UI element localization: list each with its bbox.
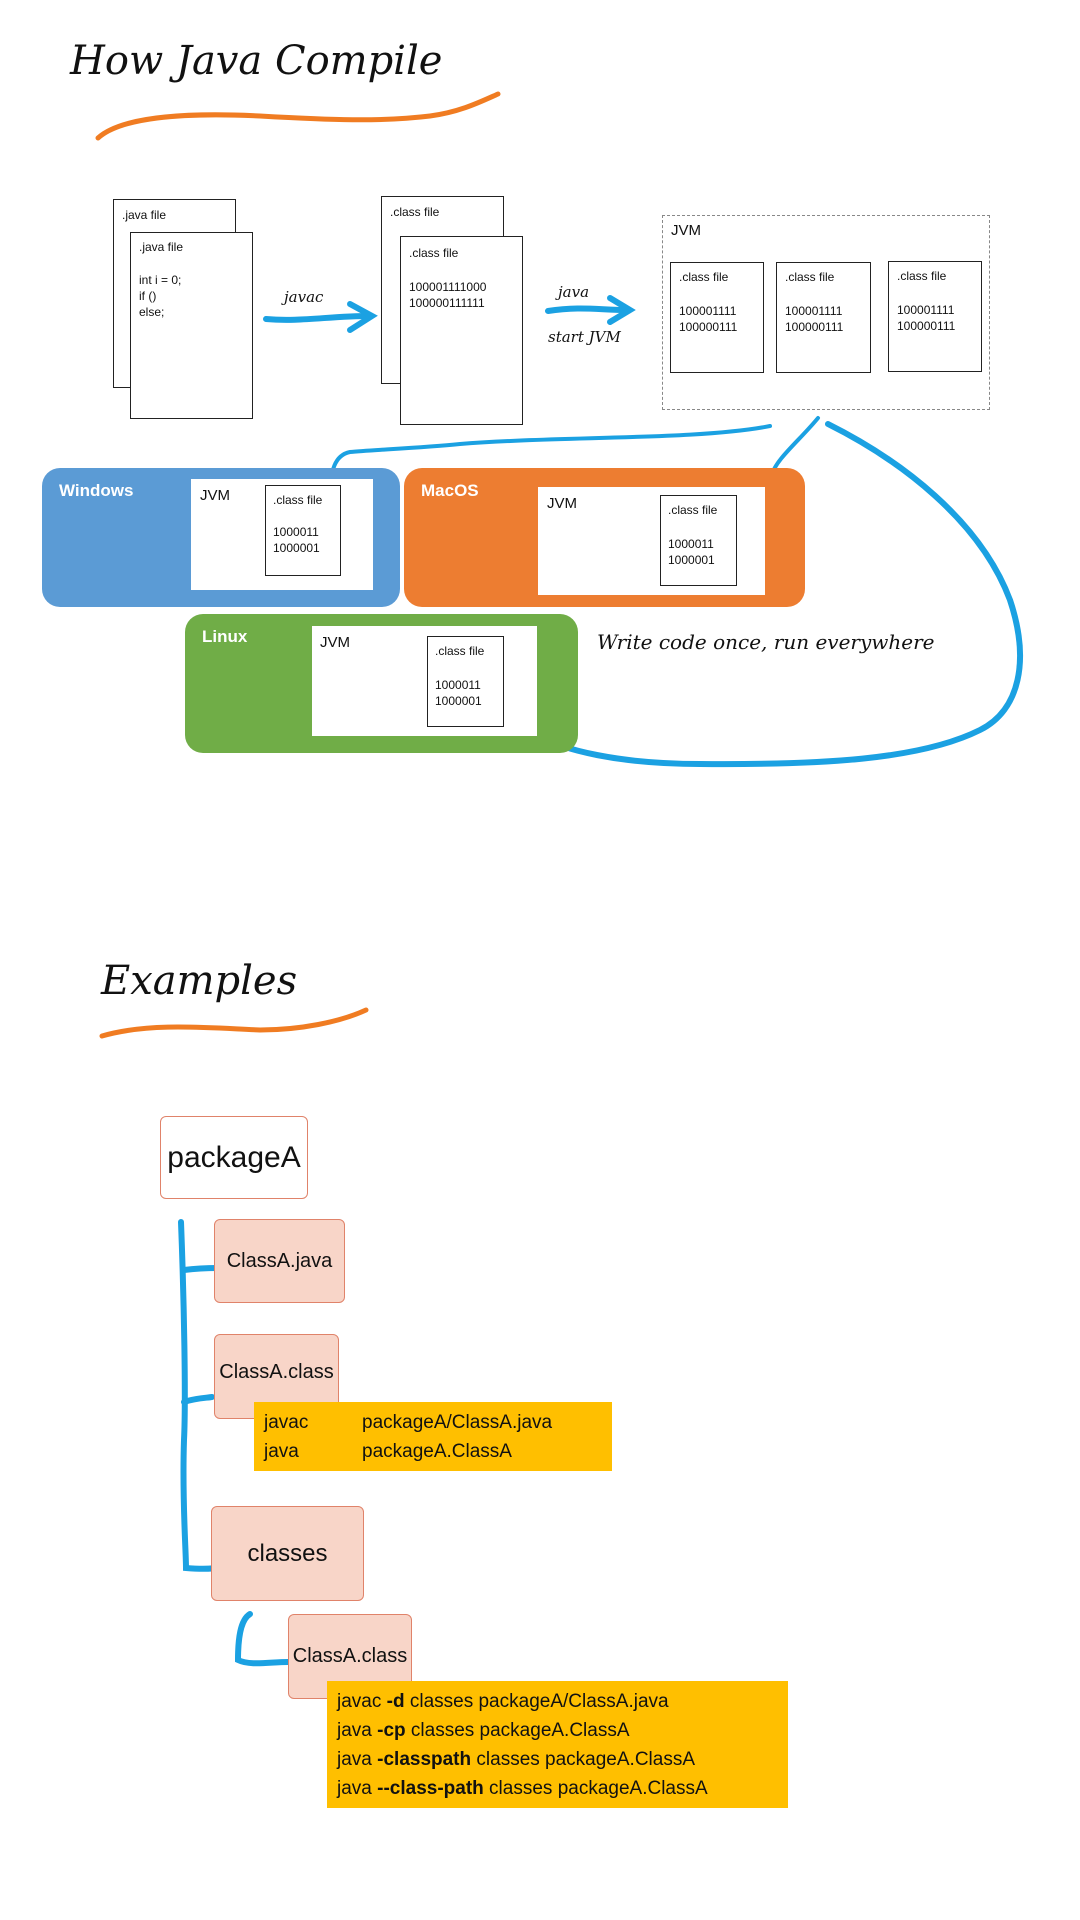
platform-linux: Linux JVM .class file 1000011 1000001 <box>185 614 578 753</box>
platform-jvm-label: JVM <box>200 487 230 504</box>
command-row: javac -d classes packageA/ClassA.java <box>337 1687 778 1716</box>
platform-jvm: JVM .class file 1000011 1000001 <box>538 487 765 595</box>
tree-node-label: ClassA.class <box>219 1361 334 1383</box>
tree-node-classes-dir: classes <box>211 1506 364 1601</box>
platform-class-bits: 1000011 <box>668 537 714 551</box>
platform-class-file: .class file 1000011 1000001 <box>265 485 341 576</box>
code-line: if () <box>139 289 157 303</box>
platform-name: Linux <box>202 627 248 646</box>
tree-node-label: classes <box>247 1539 328 1567</box>
tree-node-label: ClassA.class <box>292 1645 408 1667</box>
platform-class-bits: 1000011 <box>273 525 319 539</box>
examples-title: Examples <box>101 958 298 1004</box>
command-post: classes packageA.ClassA <box>471 1749 696 1770</box>
jvm-class-label: .class file <box>897 269 947 283</box>
tree-node-label: packageA <box>167 1140 301 1174</box>
jvm-class-file: .class file 100001111 100000111 <box>888 261 982 372</box>
platform-class-file: .class file 1000011 1000001 <box>660 495 737 586</box>
bytecode-line: 100001111000 <box>409 280 487 294</box>
platform-macos: MacOS JVM .class file 1000011 1000001 <box>404 468 805 607</box>
platform-class-label: .class file <box>435 644 485 658</box>
command-pre: javac <box>337 1691 387 1712</box>
command-arg: packageA.ClassA <box>362 1441 512 1462</box>
jvm-class-label: .class file <box>679 270 729 284</box>
code-line: int i = 0; <box>139 273 182 287</box>
command-post: classes packageA.ClassA <box>483 1778 708 1799</box>
platform-jvm-label: JVM <box>547 495 577 512</box>
platform-class-bits: 1000011 <box>435 678 481 692</box>
command-flag: -d <box>386 1691 405 1712</box>
java-file-front-label: .java file <box>139 240 184 254</box>
command-pre: java <box>337 1778 378 1799</box>
command-post: classes packageA.ClassA <box>405 1720 630 1741</box>
tree-node-classa-java: ClassA.java <box>214 1219 345 1303</box>
command-pre: java <box>337 1720 378 1741</box>
java-arrow <box>545 295 636 325</box>
class-file-back-label: .class file <box>390 205 440 219</box>
title-underline <box>95 91 501 141</box>
command-row: javac packageA/ClassA.java <box>264 1408 602 1437</box>
command-row: java --class-path classes packageA.Class… <box>337 1774 778 1803</box>
command-flag: --class-path <box>377 1778 484 1799</box>
jvm-label: JVM <box>671 222 701 239</box>
jvm-class-label: .class file <box>785 270 835 284</box>
platform-class-bits: 1000001 <box>435 694 482 708</box>
javac-arrow <box>263 301 378 333</box>
tree-node-package: packageA <box>160 1116 308 1199</box>
command-row: java -classpath classes packageA.ClassA <box>337 1745 778 1774</box>
platform-jvm-label: JVM <box>320 634 350 651</box>
platform-windows: Windows JVM .class file 1000011 1000001 <box>42 468 400 607</box>
java-file-back-label: .java file <box>122 208 167 222</box>
slogan: Write code once, run everywhere <box>597 630 935 654</box>
platform-class-bits: 1000001 <box>273 541 320 555</box>
platform-name: Windows <box>59 481 134 500</box>
class-file-front-label: .class file <box>409 246 459 260</box>
compile-title: How Java Compile <box>70 38 443 84</box>
bytecode-line: 100000111111 <box>409 296 485 310</box>
command-row: java packageA.ClassA <box>264 1437 602 1466</box>
jvm-container: JVM .class file 100001111 100000111 .cla… <box>662 215 990 410</box>
platform-jvm: JVM .class file 1000011 1000001 <box>191 479 373 590</box>
jvm-class-file: .class file 100001111 100000111 <box>670 262 764 373</box>
jvm-class-bits: 100001111 <box>897 303 955 317</box>
jvm-class-bits: 100001111 <box>679 304 737 318</box>
command-arg: packageA/ClassA.java <box>362 1412 553 1433</box>
code-line: else; <box>139 305 165 319</box>
tree-node-label: ClassA.java <box>226 1249 333 1272</box>
command-flag: -cp <box>377 1720 406 1741</box>
jvm-class-bits: 100000111 <box>785 320 844 334</box>
start-jvm-label: start JVM <box>548 328 621 346</box>
platform-class-file: .class file 1000011 1000001 <box>427 636 504 727</box>
class-file-front: .class file 100001111000 100000111111 <box>400 236 523 425</box>
platform-jvm: JVM .class file 1000011 1000001 <box>312 626 537 736</box>
platform-class-label: .class file <box>273 493 323 507</box>
jvm-class-bits: 100000111 <box>679 320 738 334</box>
command-post: classes packageA/ClassA.java <box>404 1691 669 1712</box>
command-block-basic: javac packageA/ClassA.java java packageA.C… <box>254 1402 612 1471</box>
command: javac <box>264 1412 309 1433</box>
jvm-class-bits: 100000111 <box>897 319 956 333</box>
command-row: java -cp classes packageA.ClassA <box>337 1716 778 1745</box>
command-block-classpath: javac -d classes packageA/ClassA.java ja… <box>327 1681 788 1808</box>
javac-label: javac <box>284 288 324 306</box>
java-label: java <box>558 283 590 301</box>
jvm-class-file: .class file 100001111 100000111 <box>776 262 871 373</box>
command-pre: java <box>337 1749 378 1770</box>
jvm-class-bits: 100001111 <box>785 304 843 318</box>
java-file-front: .java file int i = 0; if () else; <box>130 232 253 419</box>
platform-name: MacOS <box>421 481 479 500</box>
platform-class-label: .class file <box>668 503 718 517</box>
platform-class-bits: 1000001 <box>668 553 715 567</box>
examples-underline <box>99 1007 369 1039</box>
command: java <box>264 1441 299 1462</box>
command-flag: -classpath <box>377 1749 472 1770</box>
